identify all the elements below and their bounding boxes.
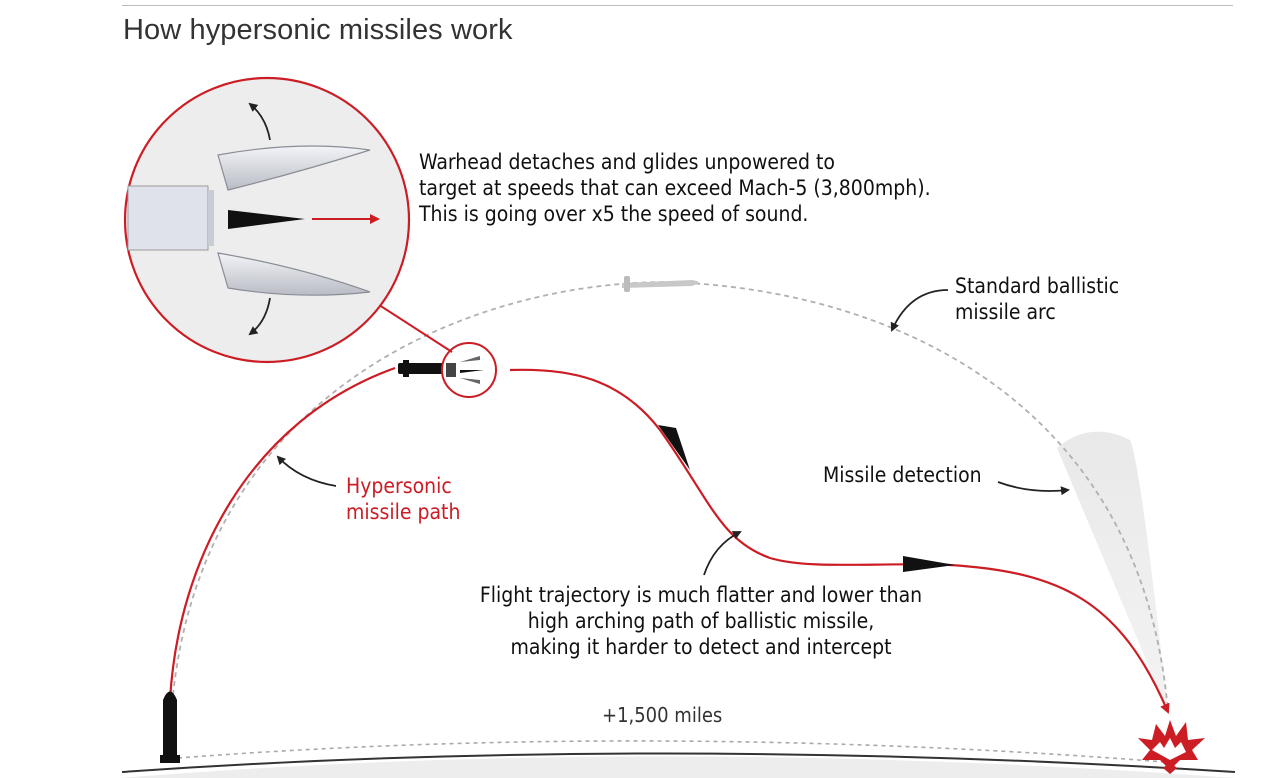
- zoom-connector: [375, 302, 453, 353]
- top-rule: [122, 5, 1233, 6]
- warhead-icon-2: [903, 556, 955, 572]
- hypersonic-path-pointer: [276, 455, 337, 487]
- missile-icon: [160, 691, 180, 763]
- detection-label: Missile detection: [823, 463, 982, 487]
- distance-label: +1,500 miles: [602, 703, 723, 727]
- zoom-circle-small: [441, 342, 497, 398]
- hypersonic-path-glide: [509, 368, 1170, 714]
- separation-missile-icon: [398, 360, 448, 377]
- zoom-circle-icon: [123, 76, 411, 364]
- detection-beam: [1057, 431, 1168, 712]
- lower-fairing: [217, 252, 371, 296]
- hypersonic-path-label: Hypersonic missile path: [346, 474, 461, 524]
- ballistic-arc-pointer: [890, 289, 949, 332]
- ballistic-missile-icon: [622, 276, 699, 292]
- explosion-icon: [1138, 720, 1205, 774]
- trajectory-pointer: [703, 531, 742, 576]
- trajectory-annotation: Flight trajectory is much flatter and lo…: [479, 583, 923, 659]
- ground-fill: [120, 756, 1235, 778]
- hypersonic-path-ascent: [168, 366, 396, 701]
- distance-dashed-line: [177, 740, 1166, 763]
- warhead-annotation: Warhead detaches and glides unpowered to…: [419, 150, 931, 226]
- page-title: How hypersonic missiles work: [123, 14, 513, 46]
- ground-line: [121, 752, 1236, 773]
- ballistic-arc-label: Standard ballistic missile arc: [955, 274, 1120, 324]
- detection-pointer: [997, 481, 1070, 496]
- warhead-icon-1: [658, 425, 690, 470]
- upper-fairing: [217, 145, 371, 191]
